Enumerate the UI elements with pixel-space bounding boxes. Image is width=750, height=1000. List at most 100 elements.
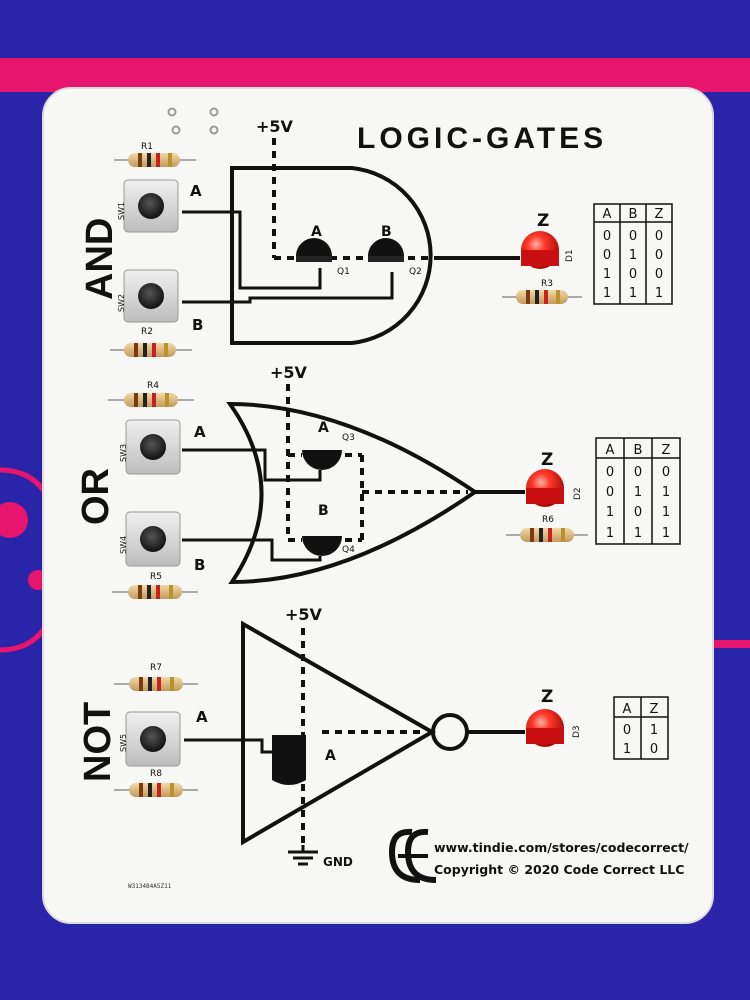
r3-label: R3 (541, 279, 553, 289)
tt-header: A (623, 702, 632, 717)
q2-label: Q2 (409, 267, 422, 277)
tt-cell: 1 (606, 505, 614, 520)
d3-label: D3 (572, 725, 582, 738)
button-sw1-icon[interactable] (123, 179, 179, 233)
tt-header: Z (655, 207, 664, 222)
or-transistor-b-label: B (318, 503, 329, 519)
or-input-a: A (194, 423, 206, 441)
not-output-z: Z (541, 687, 553, 707)
sw5-label: SW5 (119, 734, 128, 752)
mat-mark (710, 640, 750, 648)
sw2-label: SW2 (117, 294, 126, 312)
resistor-r4-icon (108, 393, 194, 407)
tt-cell: 1 (655, 286, 663, 301)
serial-number: W313484A5Z11 (128, 883, 172, 890)
tt-header: Z (650, 702, 659, 717)
board-title: LOGIC-GATES (357, 122, 607, 155)
resistor-r8-icon (114, 783, 198, 797)
and-input-b: B (192, 316, 203, 334)
or-input-b: B (194, 556, 205, 574)
or-output-z: Z (541, 450, 553, 470)
and-transistor-b-label: B (381, 224, 392, 240)
tt-cell: 0 (634, 465, 642, 480)
tt-cell: 0 (634, 505, 642, 520)
tt-cell: 1 (623, 742, 631, 757)
and-transistor-a-label: A (311, 224, 322, 240)
and-section: AND +5V A B A B Q1 Q2 Z D1 R1 SW1 (79, 117, 673, 357)
transistor-q1-icon (296, 238, 332, 256)
q3-label: Q3 (342, 433, 355, 443)
r6-label: R6 (542, 515, 554, 525)
r2-label: R2 (141, 327, 153, 337)
r4-label: R4 (147, 381, 159, 391)
tt-cell: 1 (634, 526, 642, 541)
tt-cell: 1 (629, 286, 637, 301)
and-truth-table: A B Z 0 0 0 0 1 0 1 0 0 1 1 1 (593, 203, 673, 305)
tt-header: A (603, 207, 612, 222)
tt-cell: 1 (629, 248, 637, 263)
tt-cell: 0 (606, 465, 614, 480)
or-transistor-a-label: A (318, 420, 329, 436)
tt-cell: 1 (662, 505, 670, 520)
or-gate-shape (226, 401, 479, 585)
gnd-label: GND (323, 855, 353, 869)
not-gate-shape (241, 620, 437, 846)
tt-cell: 0 (655, 229, 663, 244)
and-label: AND (79, 218, 121, 300)
tt-header: Z (662, 443, 671, 458)
or-vcc-label: +5V (270, 363, 308, 382)
resistor-r5-icon (112, 585, 198, 599)
r7-label: R7 (150, 663, 162, 673)
and-gate-shape (230, 166, 433, 345)
tt-cell: 0 (606, 485, 614, 500)
transistor-not-icon (272, 735, 306, 785)
not-label: NOT (77, 702, 119, 782)
d2-label: D2 (573, 487, 583, 500)
or-truth-table: A B Z 0 0 0 0 1 1 1 0 1 1 1 1 (595, 437, 681, 545)
sw4-label: SW4 (119, 536, 128, 554)
resistor-r2-icon (110, 343, 192, 357)
button-sw4-icon[interactable] (125, 511, 181, 567)
and-output-z: Z (537, 211, 549, 231)
tt-cell: 1 (662, 485, 670, 500)
not-section: NOT +5V A A GND Z D3 R7 SW5 (77, 605, 669, 869)
resistor-r6-icon (506, 528, 588, 542)
tt-cell: 0 (603, 248, 611, 263)
not-transistor-a-label: A (325, 748, 336, 764)
tt-cell: 0 (655, 267, 663, 282)
button-sw2-icon[interactable] (123, 269, 179, 323)
button-sw5-icon[interactable] (125, 711, 181, 767)
or-label: OR (75, 468, 117, 525)
footer-copyright: Copyright © 2020 Code Correct LLC (434, 862, 684, 877)
tt-cell: 1 (603, 267, 611, 282)
tt-cell: 0 (650, 742, 658, 757)
and-input-a: A (190, 182, 202, 200)
q1-label: Q1 (337, 267, 350, 277)
resistor-r3-icon (502, 290, 582, 304)
r1-label: R1 (141, 142, 153, 152)
and-vcc-label: +5V (256, 117, 294, 136)
not-input-a: A (196, 708, 208, 726)
resistor-r7-icon (114, 677, 198, 691)
code-correct-logo-icon (388, 828, 437, 883)
mat-dot (0, 502, 28, 538)
resistor-r1-icon (114, 153, 196, 167)
tt-header: B (629, 207, 638, 222)
tt-cell: 0 (629, 229, 637, 244)
tt-cell: 1 (634, 485, 642, 500)
transistor-q2-icon (368, 238, 404, 256)
tt-cell: 0 (629, 267, 637, 282)
transistor-q4-icon (302, 536, 342, 556)
sw1-label: SW1 (117, 202, 126, 220)
mat-stripe (0, 58, 750, 92)
d1-label: D1 (565, 249, 575, 262)
not-vcc-label: +5V (285, 605, 323, 624)
footer-url: www.tindie.com/stores/codecorrect/ (434, 840, 689, 855)
r8-label: R8 (150, 769, 162, 779)
sw3-label: SW3 (119, 444, 128, 462)
transistor-q3-icon (302, 450, 342, 470)
r5-label: R5 (150, 572, 162, 582)
button-sw3-icon[interactable] (125, 419, 181, 475)
